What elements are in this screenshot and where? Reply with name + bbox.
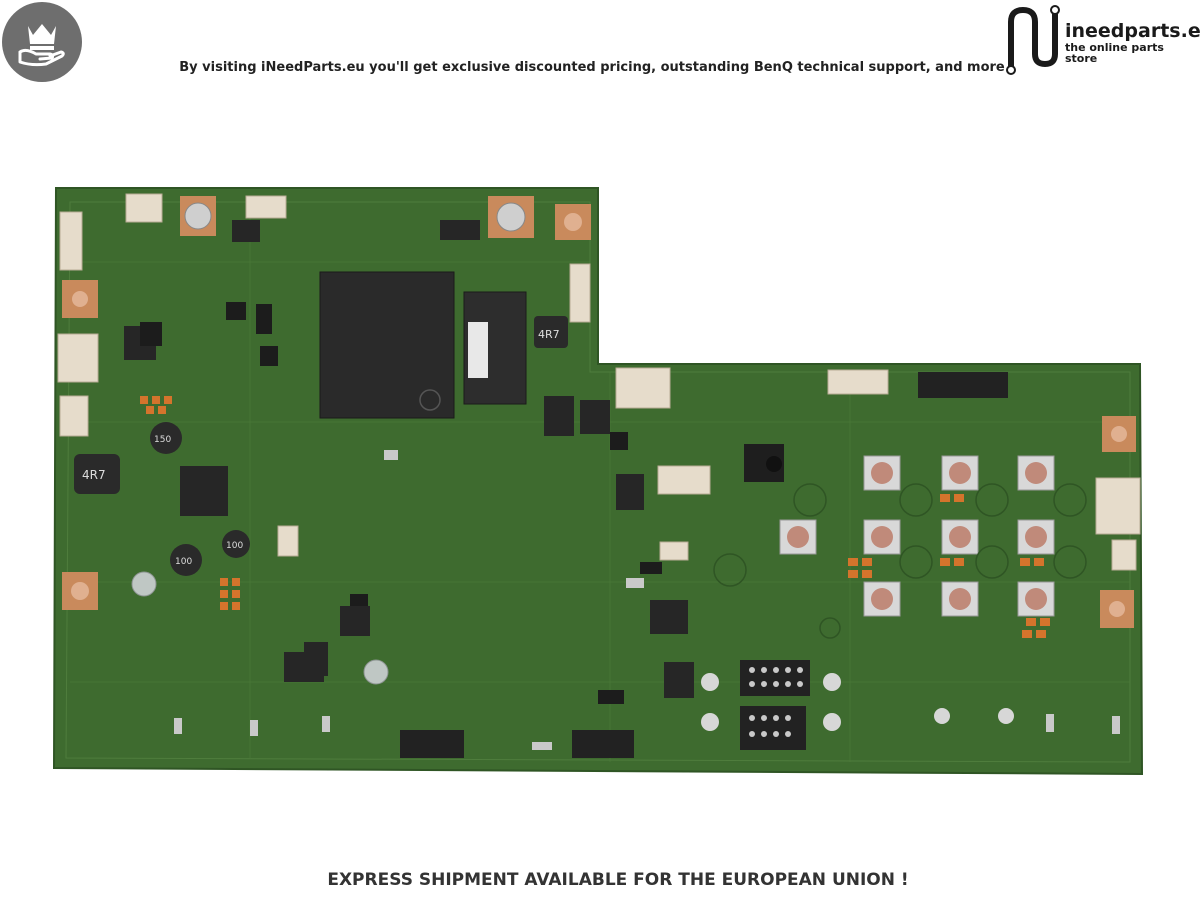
inductor-label-2: 4R7 xyxy=(82,468,106,482)
mounting-pads xyxy=(62,196,1136,628)
connector-left-1 xyxy=(59,211,83,271)
connector-top-left xyxy=(125,193,163,223)
silver-screws xyxy=(131,571,1014,731)
pin-header-3 xyxy=(918,372,1008,398)
inductor-label-1: 4R7 xyxy=(538,328,560,341)
connector-right-top xyxy=(569,263,591,323)
connector-small-2 xyxy=(659,541,689,561)
connector-mid-3 xyxy=(827,369,889,395)
connector-left-2 xyxy=(57,333,99,383)
brand-name: ineedparts.eu xyxy=(1065,20,1200,42)
connector-top-mid xyxy=(245,195,287,219)
crown-hand-logo xyxy=(2,2,82,82)
pin-header-4 xyxy=(400,730,464,758)
connector-left-3 xyxy=(59,395,89,437)
pin-header-1 xyxy=(740,660,810,696)
pin-header-5 xyxy=(572,730,634,758)
pin-header-2 xyxy=(740,706,806,750)
shipping-notice: EXPRESS SHIPMENT AVAILABLE FOR THE EUROP… xyxy=(327,870,909,890)
inductor-label-3: 150 xyxy=(154,435,171,445)
connector-mid xyxy=(615,367,671,409)
connector-right xyxy=(1095,477,1141,535)
tactile-buttons xyxy=(779,455,1055,617)
inductor-label-5: 100 xyxy=(226,541,243,551)
promo-tagline: By visiting iNeedParts.eu you'll get exc… xyxy=(179,60,1005,75)
inductor-label-4: 100 xyxy=(175,557,192,567)
ineedparts-logo[interactable]: ineedparts.eu the online parts store xyxy=(1003,2,1200,76)
crown-icon xyxy=(18,24,65,67)
pcb-mainboard-image: 4R7 4R7 150 100 100 xyxy=(52,187,1144,776)
connector-small-3 xyxy=(1111,539,1137,571)
circuit-n-icon xyxy=(1006,5,1060,75)
brand-tagline: the online parts store xyxy=(1065,41,1164,65)
connector-mid-2 xyxy=(657,465,711,495)
inductors xyxy=(74,316,568,576)
dlp-processor-chip xyxy=(319,271,455,419)
connector-small xyxy=(277,525,299,557)
